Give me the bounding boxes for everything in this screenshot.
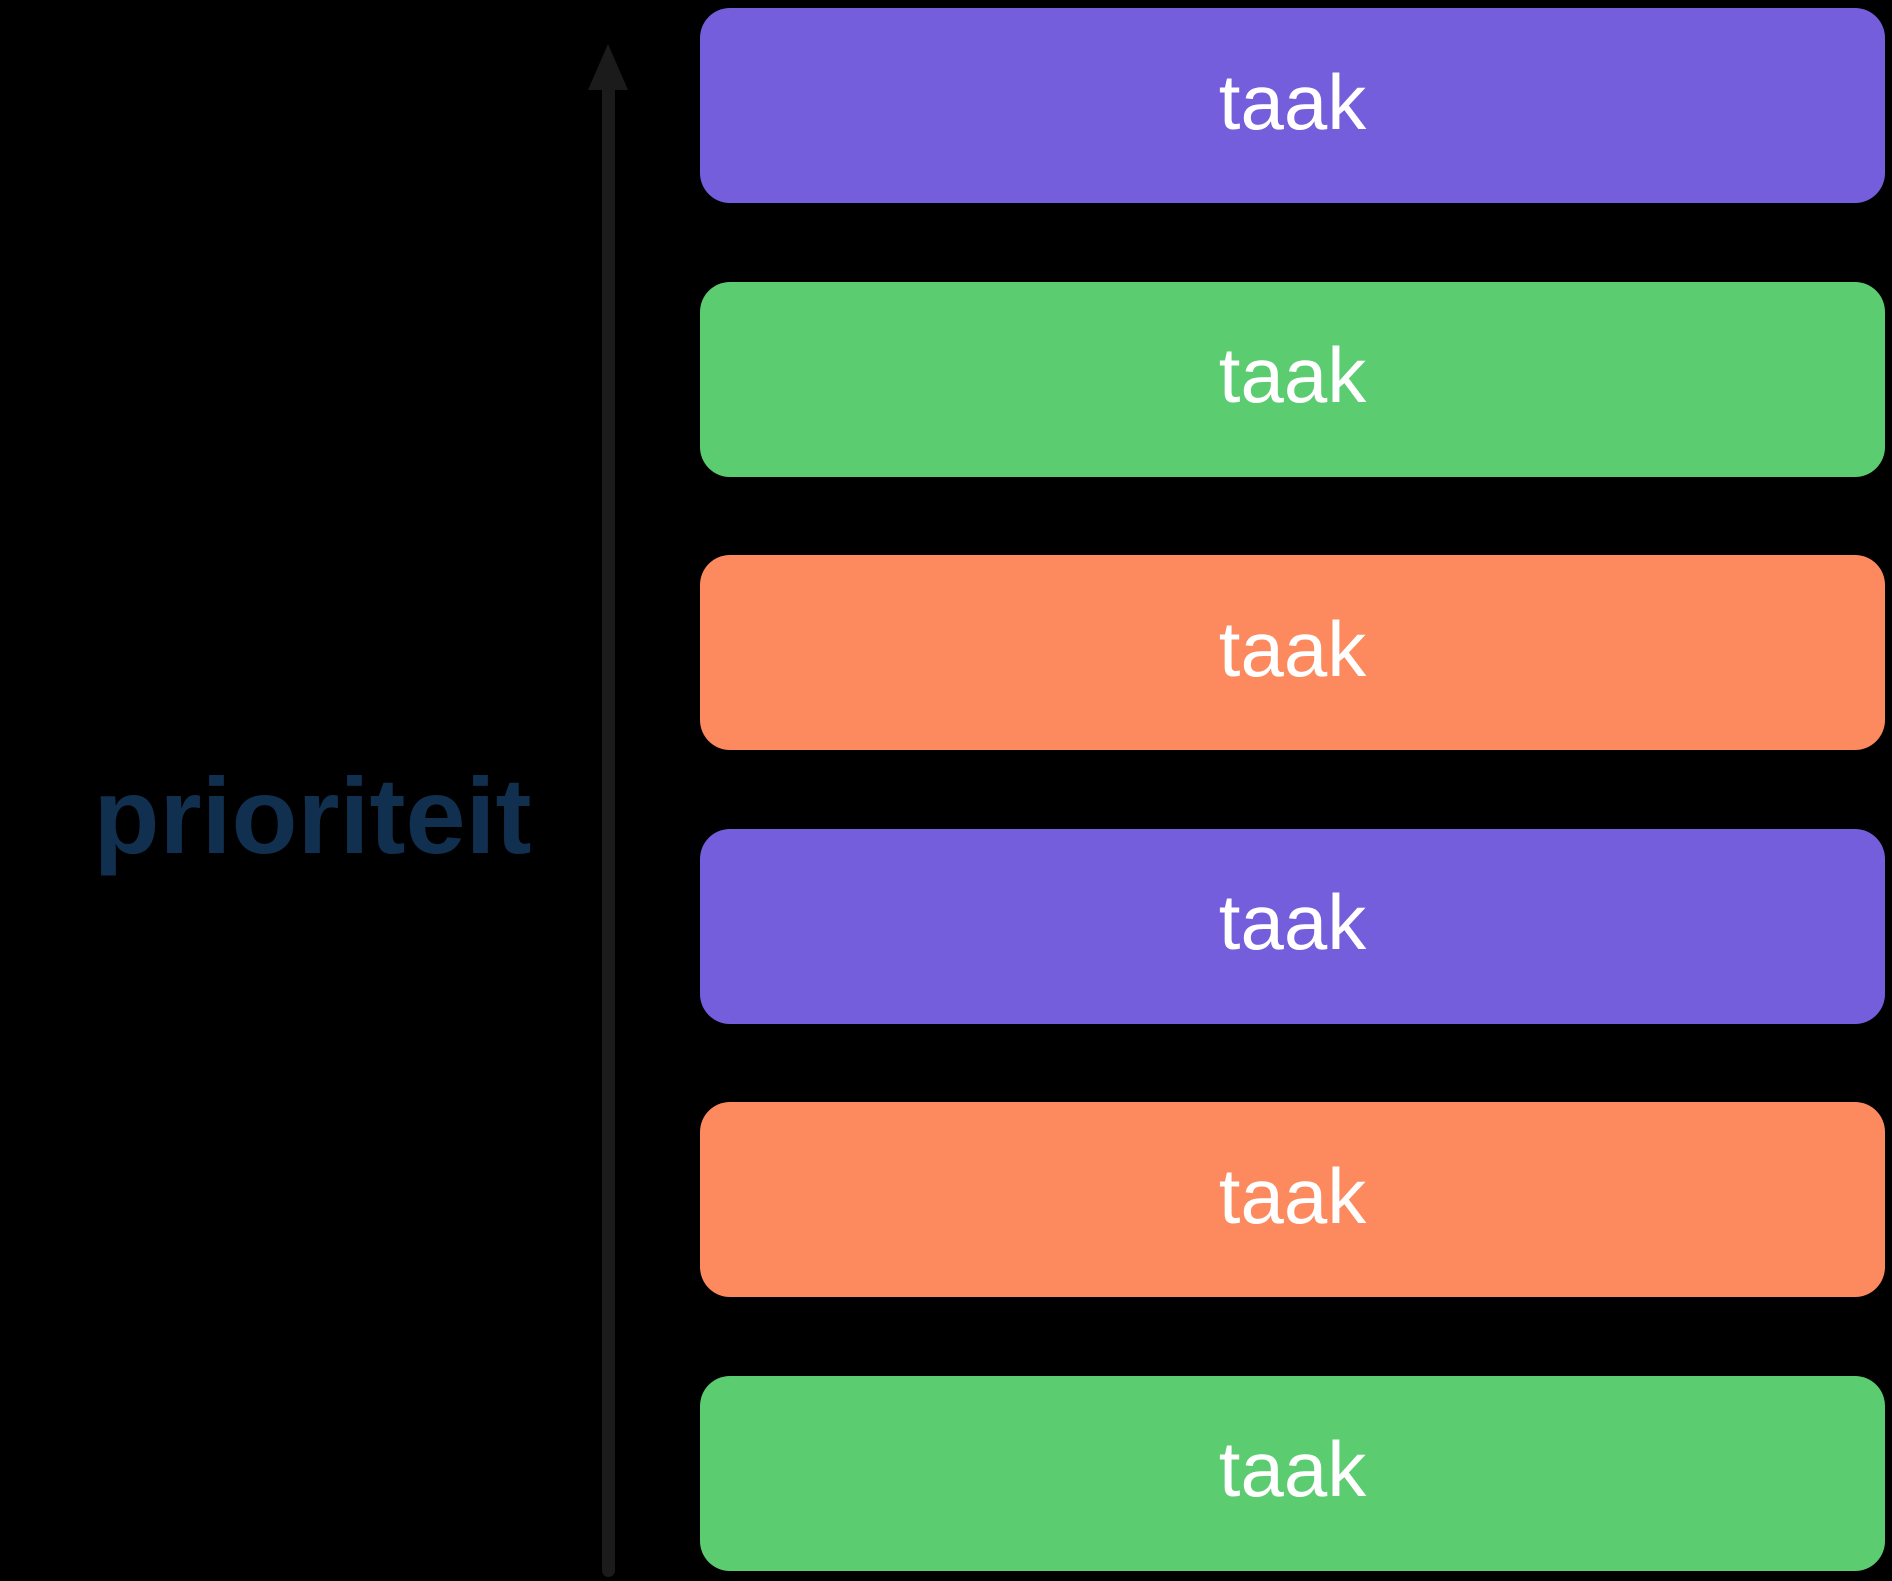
task-bar: taak — [700, 281, 1885, 477]
priority-axis-label: prioriteit — [93, 754, 532, 876]
arrow-line — [602, 78, 615, 1577]
task-label: taak — [1218, 878, 1367, 966]
task-label: taak — [1218, 57, 1367, 146]
task-label: taak — [1218, 1425, 1367, 1513]
task-bar: taak — [700, 1102, 1885, 1297]
task-label: taak — [1218, 604, 1367, 693]
task-label: taak — [1218, 331, 1367, 419]
task-bar: taak — [700, 555, 1885, 750]
task-bar: taak — [700, 1375, 1885, 1571]
task-stack: taak taak taak taak taak taak — [700, 8, 1885, 1571]
task-bar: taak — [700, 8, 1885, 203]
task-bar: taak — [700, 828, 1885, 1024]
task-label: taak — [1218, 1151, 1367, 1240]
